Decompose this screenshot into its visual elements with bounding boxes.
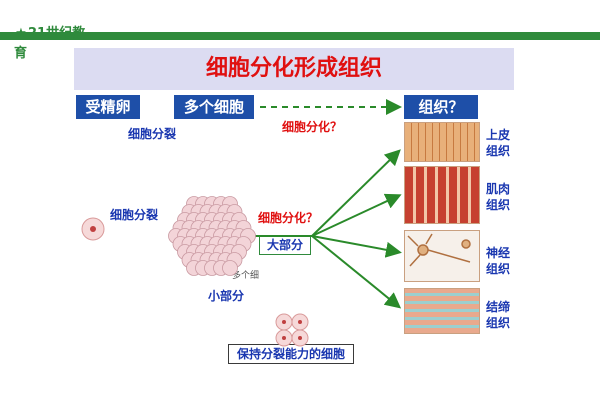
cluster-caption: 多个细 (232, 271, 260, 281)
tissue-label-nerve-2: 组织 (486, 262, 511, 276)
cluster-cell (222, 260, 238, 276)
logo-icon: ★ (15, 26, 27, 41)
logo-text: 21世纪教育 (14, 26, 86, 61)
cell-cluster (168, 196, 256, 276)
page-title: 细胞分化形成组织 (205, 56, 382, 81)
tissue-label-connective-1: 结缔 (486, 300, 511, 314)
differentiation-label-mid: 细胞分化？ (258, 211, 319, 225)
tissue-box: 组织？ (404, 95, 478, 119)
nerve-tissue-image (404, 230, 480, 282)
arrow-to-muscle (311, 193, 402, 237)
tissue-label-muscle-2: 组织 (486, 198, 511, 212)
single-cell (81, 217, 105, 241)
tissue-label-muscle-1: 肌肉 (486, 182, 511, 196)
most-part-box: 大部分 (259, 235, 311, 255)
division-label-left: 细胞分裂 (110, 208, 159, 222)
title-band (74, 48, 514, 90)
division-label-top: 细胞分裂 (128, 127, 177, 141)
arrow-to-epithelial (311, 149, 401, 237)
small-part-label: 小部分 (208, 289, 245, 303)
tissue-label-epithelial-1: 上皮 (486, 128, 511, 142)
tissue-label-epithelial-2: 组织 (486, 144, 511, 158)
fertilized-egg-box: 受精卵 (76, 95, 140, 119)
small-cell-group (275, 313, 309, 347)
arrow-to-nerve (311, 235, 402, 258)
logo: ★21世纪教育 (14, 24, 94, 61)
nerve-cell-drawing (407, 233, 471, 267)
arrow-to-connective (311, 235, 402, 309)
connective-tissue-image (404, 288, 480, 334)
epithelial-tissue-image (404, 122, 480, 162)
differentiation-label-top: 细胞分化？ (282, 120, 343, 134)
tissue-label-connective-2: 组织 (486, 316, 511, 330)
tissue-label-nerve-1: 神经 (486, 246, 511, 260)
header-bar (0, 0, 600, 55)
muscle-tissue-image (404, 166, 480, 224)
bottom-caption-box: 保持分裂能力的细胞 (228, 344, 354, 364)
many-cells-box: 多个细胞 (174, 95, 254, 119)
